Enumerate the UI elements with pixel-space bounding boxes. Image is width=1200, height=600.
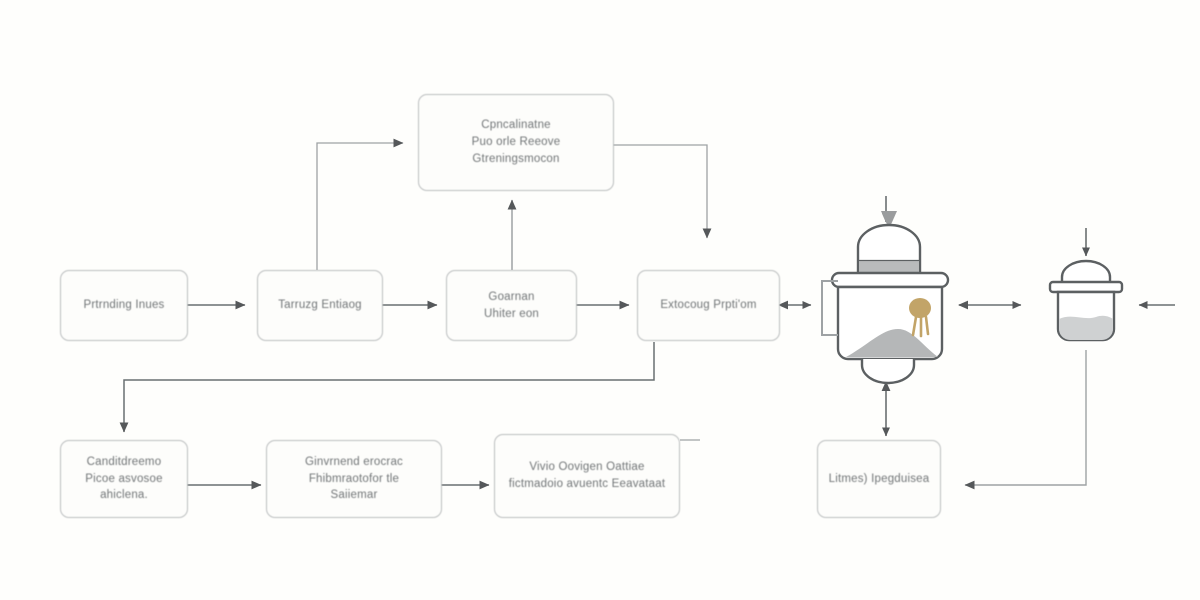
vessel-handle — [821, 280, 838, 336]
node-existing-problem-label: Extocoug Prpti'om — [660, 299, 757, 312]
node-existing-problem[interactable]: Extocoug Prpti'om — [637, 270, 780, 341]
node-candidate-phase[interactable]: Canditdreemo Picoe asvosoe ahiclena. — [60, 440, 188, 518]
node-top-center[interactable]: Cpncalinatne Puo orle Reeove Gtreningsmo… — [418, 94, 614, 191]
small-pot-illustration — [1048, 259, 1124, 342]
node-library-repository[interactable]: Litmes) Ipegduisea — [817, 440, 941, 518]
vessel-base — [860, 359, 916, 385]
node-training-entries-label: Tarruzg Entiaog — [278, 299, 362, 312]
node-design-outline-label: Vivio Oovigen Oattiae fictmadoio avuentc… — [508, 461, 666, 490]
node-guardian-detection[interactable]: Goarnan Uhiter eon — [446, 270, 577, 341]
node-design-outline[interactable]: Vivio Oovigen Oattiae fictmadoio avuentc… — [494, 434, 680, 518]
node-government-process[interactable]: Ginvrnend erocrac Fhibmraotofor tle Saii… — [266, 440, 442, 518]
node-training-entries[interactable]: Tarruzg Entiaog — [257, 270, 383, 341]
spice-accent-icon — [909, 298, 931, 338]
vessel-lid — [856, 223, 922, 275]
node-government-process-label: Ginvrnend erocrac Fhibmraotofor tle Saii… — [305, 455, 403, 502]
node-printing-issues-label: Prtrnding Inues — [83, 299, 165, 312]
connector-top-down-to-row1-d — [613, 144, 712, 239]
node-library-repository-label: Litmes) Ipegduisea — [828, 472, 930, 485]
vessel-collar — [830, 271, 950, 289]
connector-row1-d-feedback — [119, 342, 655, 433]
node-top-center-label: Cpncalinatne Puo orle Reeove Gtreningsmo… — [471, 119, 561, 165]
node-candidate-phase-label: Canditdreemo Picoe asvosoe ahiclena. — [85, 455, 163, 502]
large-jar-illustration — [821, 211, 950, 385]
node-printing-issues[interactable]: Prtrnding Inues — [60, 270, 188, 341]
connector-row1-b-up-to-top — [316, 138, 404, 270]
connector-pot-down-to-row2-d — [964, 350, 1087, 490]
node-guardian-detection-label: Goarnan Uhiter eon — [483, 290, 540, 320]
